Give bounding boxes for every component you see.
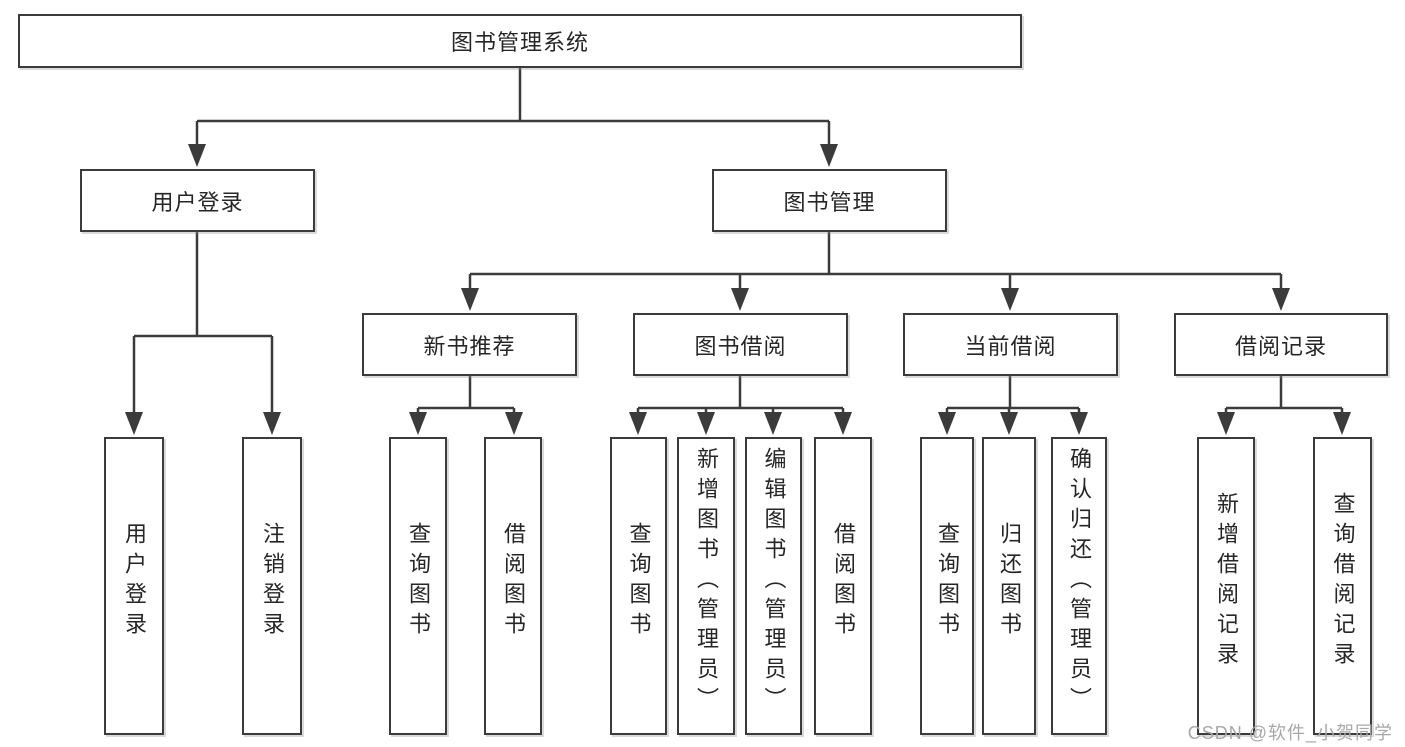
leaf-add-borrow-record: 新增借阅记录 xyxy=(1197,437,1255,735)
node-borrowing-records: 借阅记录 xyxy=(1174,313,1388,376)
leaf-edit-book-admin-label: 编辑图书（管理员） xyxy=(761,447,787,717)
node-user-login: 用户登录 xyxy=(80,169,315,232)
node-new-book-recommend-label: 新书推荐 xyxy=(423,333,516,359)
leaf-add-borrow-record-label: 新增借阅记录 xyxy=(1214,492,1239,672)
node-library-system-label: 图书管理系统 xyxy=(450,30,589,55)
node-book-borrowing: 图书借阅 xyxy=(633,313,848,376)
arrowhead-icons xyxy=(125,144,1351,435)
leaf-borrow-books-borrowing-label: 借阅图书 xyxy=(831,522,856,642)
node-library-system: 图书管理系统 xyxy=(18,14,1022,68)
leaf-query-books-current: 查询图书 xyxy=(920,437,974,735)
leaf-confirm-return-admin-label: 确认归还（管理员） xyxy=(1067,447,1092,717)
leaf-borrow-books-recommend-label: 借阅图书 xyxy=(501,522,526,642)
leaf-borrow-books-borrowing: 借阅图书 xyxy=(814,437,872,735)
leaf-query-books-current-label: 查询图书 xyxy=(935,522,960,642)
leaf-confirm-return-admin: 确认归还（管理员） xyxy=(1051,437,1107,735)
node-new-book-recommend: 新书推荐 xyxy=(362,313,577,376)
node-book-borrowing-label: 图书借阅 xyxy=(694,333,787,359)
leaf-logout: 注销登录 xyxy=(242,437,302,735)
node-current-borrowing-label: 当前借阅 xyxy=(964,333,1057,359)
connector-paths xyxy=(132,68,1344,414)
node-current-borrowing: 当前借阅 xyxy=(903,313,1118,376)
node-book-management: 图书管理 xyxy=(712,169,947,232)
leaf-query-borrow-record-label: 查询借阅记录 xyxy=(1330,492,1356,672)
leaf-return-books-label: 归还图书 xyxy=(997,522,1022,642)
leaf-query-borrow-record: 查询借阅记录 xyxy=(1313,437,1372,735)
node-borrowing-records-label: 借阅记录 xyxy=(1234,333,1327,359)
leaf-add-book-admin-label: 新增图书（管理员） xyxy=(694,447,719,717)
leaf-query-books-recommend-label: 查询图书 xyxy=(406,522,431,642)
leaf-add-book-admin: 新增图书（管理员） xyxy=(677,437,735,735)
node-user-login-label: 用户登录 xyxy=(151,189,244,215)
leaf-borrow-books-recommend: 借阅图书 xyxy=(484,437,542,735)
leaf-query-books-recommend: 查询图书 xyxy=(389,437,447,735)
leaf-query-books-borrowing: 查询图书 xyxy=(610,437,667,735)
leaf-edit-book-admin: 编辑图书（管理员） xyxy=(745,437,802,735)
watermark: CSDN @软件_小贺同学 xyxy=(1187,723,1393,743)
leaf-return-books: 归还图书 xyxy=(982,437,1036,735)
leaf-user-login: 用户登录 xyxy=(104,437,164,735)
leaf-query-books-borrowing-label: 查询图书 xyxy=(626,522,652,642)
node-book-management-label: 图书管理 xyxy=(783,189,876,215)
leaf-logout-label: 注销登录 xyxy=(260,522,285,642)
leaf-user-login-label: 用户登录 xyxy=(122,522,147,642)
